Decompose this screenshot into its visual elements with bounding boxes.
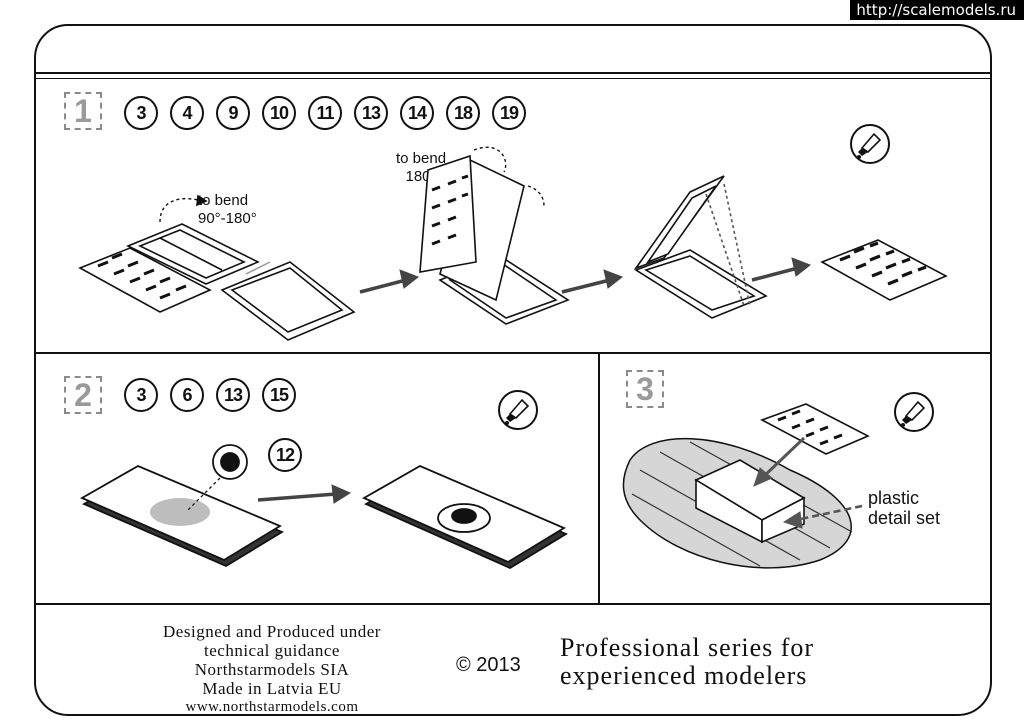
part-number: 18 [446,96,480,130]
step-arrow [561,269,623,294]
step-arrow [751,257,811,282]
part-number: 3 [124,378,158,412]
credits-block: Designed and Produced under technical gu… [92,622,452,717]
bending-stage-drawing [419,146,570,325]
glue-tube-icon [894,392,934,432]
part-number: 6 [170,378,204,412]
detail-block-drawing [694,459,806,544]
part-number: 9 [216,96,250,130]
instruction-sheet-frame [34,24,992,716]
part-callout: 12 [268,438,302,472]
step-arrow [257,484,352,504]
part-number: 13 [216,378,250,412]
credits-line: Designed and Produced under [163,622,381,641]
hatch-plate-before [79,444,284,568]
step-arrow [753,436,863,529]
steps-bottom-divider [35,603,991,605]
credits-line: technical guidance [204,641,340,660]
step-3-badge: 3 [626,370,664,408]
step-2-parts-list: 3 6 13 15 [124,378,296,412]
part-number: 4 [170,96,204,130]
step-arrow [359,269,419,294]
tagline: Professional series for experienced mode… [560,633,815,690]
header-divider-thin [35,78,991,79]
glue-tube-icon [850,124,890,164]
plastic-detail-set-label: plastic detail set [868,488,941,528]
copyright: © 2013 [456,654,521,676]
finished-hatch-drawing [820,239,948,301]
flat-fret-drawing [78,194,356,341]
step-2-badge: 2 [64,376,102,414]
step-1-badge: 1 [64,92,102,130]
watermark: http://scalemodels.ru [850,0,1024,20]
bend-label-1: to bend 90°-180° [198,192,257,227]
part-number: 15 [262,378,296,412]
glue-tube-icon [498,390,538,430]
hatch-plate-after [362,464,568,570]
step3-grille-drawing [760,403,870,455]
part-number: 19 [492,96,526,130]
step1-bottom-divider [35,352,991,354]
credits-line: Northstarmodels SIA [194,660,350,679]
credits-line: Made in Latvia EU [202,679,342,698]
part-number: 14 [400,96,434,130]
step-1-parts-list: 3 4 9 10 11 13 14 18 19 [124,96,526,130]
website-url: www.northstarmodels.com [185,699,359,715]
part-number: 3 [124,96,158,130]
part-number: 11 [308,96,342,130]
folding-stage-drawing [633,175,768,319]
part-number: 10 [262,96,296,130]
part-number: 13 [354,96,388,130]
header-divider [35,72,991,74]
step2-step3-divider [598,352,600,604]
